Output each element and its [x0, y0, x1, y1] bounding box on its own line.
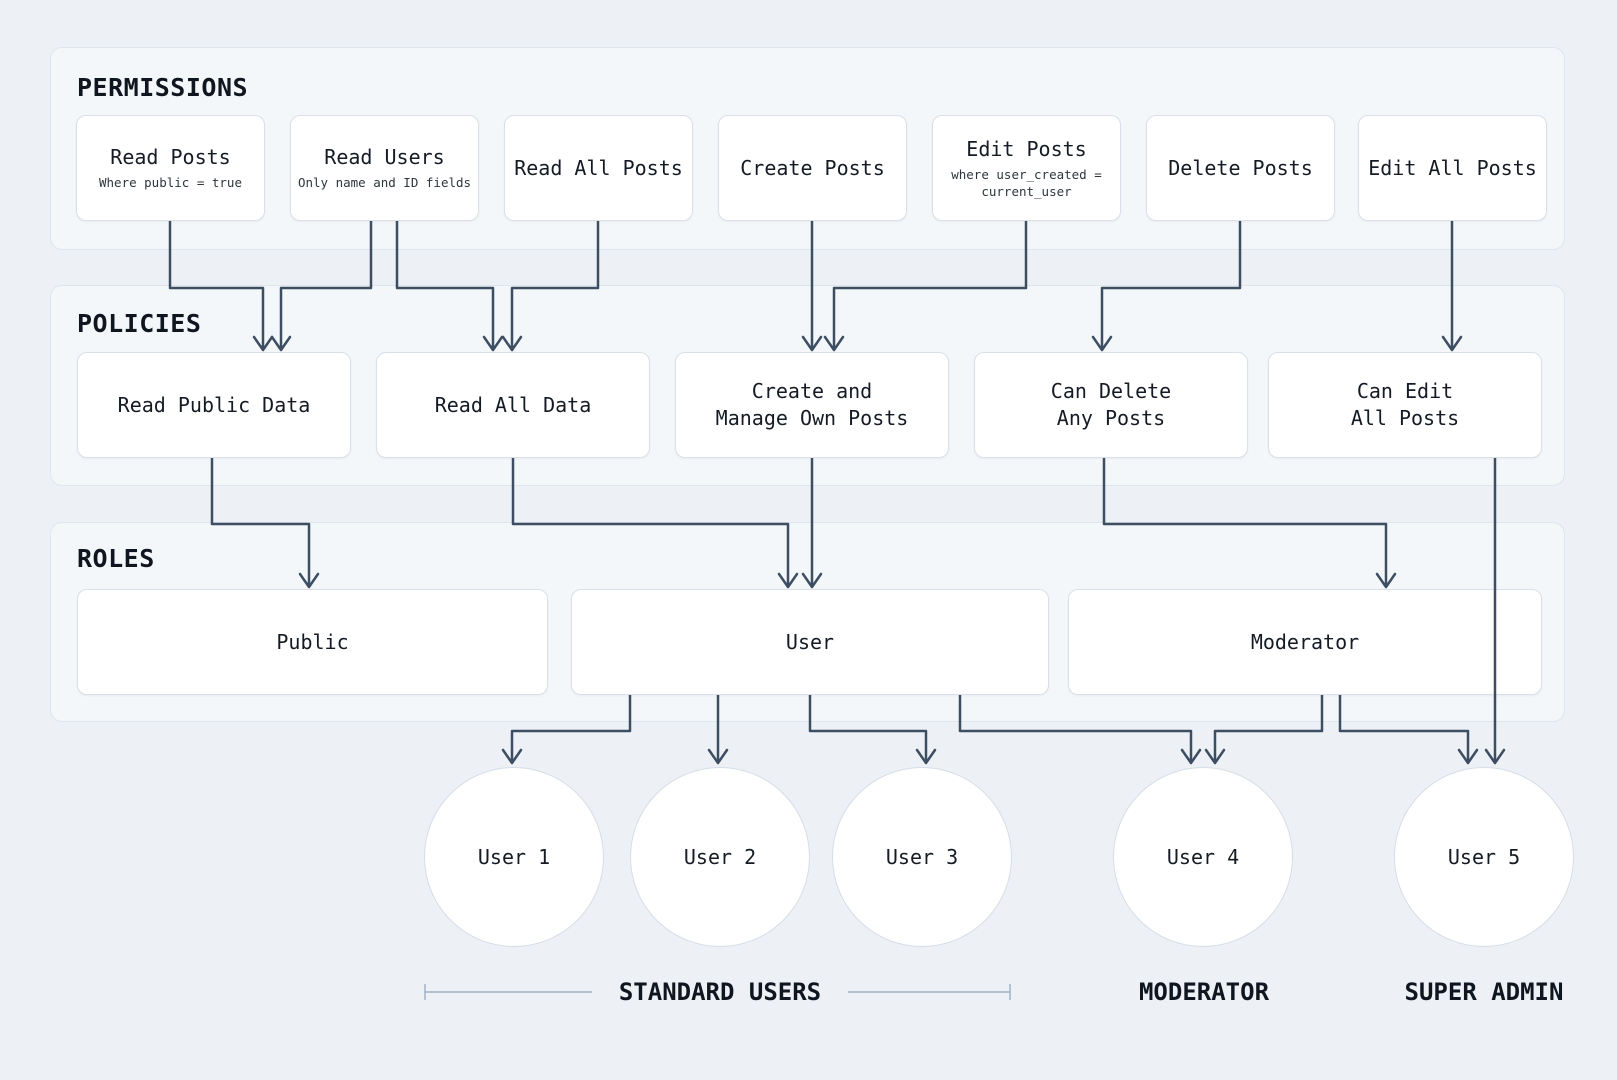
roles-title: ROLES	[77, 544, 155, 573]
node-label: Read All Data	[434, 392, 592, 417]
group-label-super-admin: SUPER ADMIN	[1404, 978, 1564, 1006]
node-label: Read Public Data	[117, 392, 311, 417]
policy-can-delete-any-posts: Can Delete Any Posts	[974, 352, 1248, 458]
group-label-moderator: MODERATOR	[1138, 978, 1270, 1006]
node-read-all-posts: Read All Posts	[504, 115, 693, 221]
node-edit-posts: Edit Posts where user_created = current_…	[932, 115, 1121, 221]
node-label: Read All Posts	[514, 156, 683, 180]
node-label: User	[785, 630, 835, 654]
node-label: Create Posts	[740, 156, 885, 180]
node-label: Can Delete Any Posts	[1050, 379, 1172, 430]
role-moderator: Moderator	[1068, 589, 1542, 695]
policy-create-manage-own-posts: Create and Manage Own Posts	[675, 352, 949, 458]
user-circle-3: User 3	[832, 767, 1012, 947]
node-read-users: Read Users Only name and ID fields	[290, 115, 479, 221]
node-label: Create and Manage Own Posts	[715, 379, 909, 430]
user-circle-4: User 4	[1113, 767, 1293, 947]
node-create-posts: Create Posts	[718, 115, 907, 221]
node-read-posts: Read Posts Where public = true	[76, 115, 265, 221]
node-label: Edit All Posts	[1368, 156, 1537, 180]
node-sublabel: Only name and ID fields	[297, 175, 472, 190]
node-label: Read Posts	[110, 145, 231, 169]
group-label-standard-users: STANDARD USERS	[618, 978, 822, 1006]
user-circle-2: User 2	[630, 767, 810, 947]
node-label: Public	[276, 630, 349, 654]
role-public: Public	[77, 589, 548, 695]
node-label: Read Users	[324, 145, 445, 169]
node-label: Moderator	[1250, 630, 1360, 654]
policy-read-all-data: Read All Data	[376, 352, 650, 458]
node-delete-posts: Delete Posts	[1146, 115, 1335, 221]
node-label: Delete Posts	[1168, 156, 1313, 180]
policies-title: POLICIES	[77, 309, 202, 338]
policy-can-edit-all-posts: Can Edit All Posts	[1268, 352, 1542, 458]
permissions-title: PERMISSIONS	[77, 73, 249, 102]
node-sublabel: Where public = true	[99, 175, 242, 190]
role-user: User	[571, 589, 1049, 695]
node-edit-all-posts: Edit All Posts	[1358, 115, 1547, 221]
node-sublabel: where user_created = current_user	[951, 166, 1102, 199]
node-label: Can Edit All Posts	[1350, 379, 1460, 430]
node-label: Edit Posts	[966, 136, 1087, 161]
policy-read-public-data: Read Public Data	[77, 352, 351, 458]
user-circle-1: User 1	[424, 767, 604, 947]
user-circle-5: User 5	[1394, 767, 1574, 947]
